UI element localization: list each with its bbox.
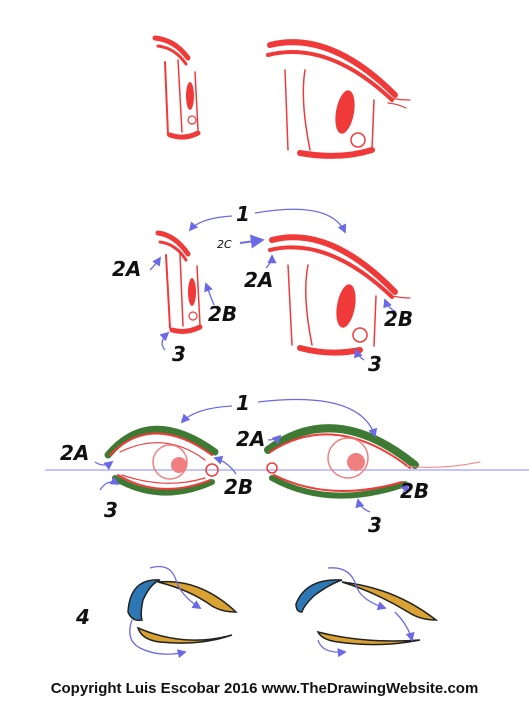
label-2b-row3-left: 2B bbox=[224, 475, 253, 499]
row4-left-eyelids bbox=[127, 579, 238, 644]
row4-arrows bbox=[129, 565, 415, 659]
copyright-notice: Copyright Luis Escobar 2016 www.TheDrawi… bbox=[50, 680, 479, 697]
label-3-row2-left: 3 bbox=[172, 342, 186, 366]
row2-left-eye bbox=[155, 230, 203, 334]
label-2a-row3-left: 2A bbox=[60, 441, 89, 465]
row1-left-eye bbox=[152, 35, 201, 140]
label-1-row3: 1 bbox=[236, 391, 250, 415]
label-3-row2-right: 3 bbox=[368, 352, 382, 376]
label-1-row2: 1 bbox=[236, 202, 250, 226]
label-2a-row2-left: 2A bbox=[112, 257, 141, 281]
label-3-row3-right: 3 bbox=[368, 513, 382, 537]
label-2a-row2-right: 2A bbox=[244, 268, 273, 292]
label-2a-row3-right: 2A bbox=[236, 427, 265, 451]
label-2b-row2-right: 2B bbox=[384, 307, 413, 331]
row2-arrows bbox=[149, 208, 397, 361]
label-2b-row2-left: 2B bbox=[208, 302, 237, 326]
label-4: 4 bbox=[75, 605, 90, 629]
row3-left-eye bbox=[104, 425, 219, 496]
row4-right-eyelids bbox=[295, 579, 439, 646]
row2-right-eye bbox=[268, 234, 411, 356]
row2-labels: 1 2C 2A 2A 2B 2B 3 3 bbox=[112, 202, 413, 376]
label-2b-row3-right: 2B bbox=[400, 479, 429, 503]
label-3-row3-left: 3 bbox=[104, 498, 118, 522]
row1-right-eye bbox=[266, 39, 411, 159]
label-2c: 2C bbox=[217, 238, 232, 251]
row3-right-eye bbox=[264, 424, 481, 499]
row3-arrows bbox=[94, 398, 410, 513]
row3-labels: 1 2A 2A 2B 2B 3 3 bbox=[60, 391, 429, 537]
